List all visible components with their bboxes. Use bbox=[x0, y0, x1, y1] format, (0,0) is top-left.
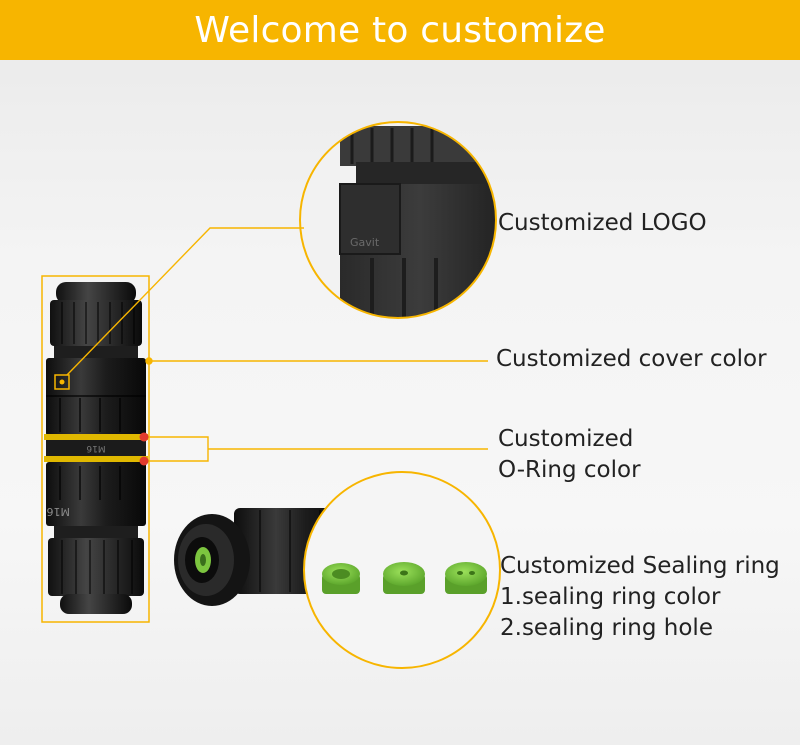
leader-lines bbox=[66, 227, 488, 462]
o-ring-marker-top bbox=[139, 432, 149, 442]
vertical-connector: M16 M16 bbox=[41, 275, 150, 623]
product-illustration: M16 M16 bbox=[41, 121, 501, 669]
svg-text:M16: M16 bbox=[47, 505, 71, 518]
title-banner: Welcome to customize bbox=[0, 0, 800, 60]
sealing-ring-zoom-circle bbox=[303, 471, 501, 669]
sealing-ring-2 bbox=[383, 562, 425, 594]
sealing-ring-1 bbox=[322, 563, 360, 594]
highlight-frame bbox=[41, 275, 150, 623]
logo-zoom-circle: Gavit bbox=[299, 121, 497, 319]
callout-cover-color: Customized cover color bbox=[496, 346, 767, 372]
svg-text:M16: M16 bbox=[86, 443, 105, 453]
banner-title: Welcome to customize bbox=[194, 9, 606, 51]
sealing-ring-3 bbox=[445, 562, 487, 594]
callout-o-ring-color: Customized O-Ring color bbox=[498, 426, 641, 483]
callout-sealing-ring: Customized Sealing ring 1.sealing ring c… bbox=[500, 553, 780, 641]
svg-text:Gavit: Gavit bbox=[350, 236, 380, 249]
o-ring-marker-bottom bbox=[139, 456, 149, 466]
callout-logo: Customized LOGO bbox=[498, 210, 707, 236]
